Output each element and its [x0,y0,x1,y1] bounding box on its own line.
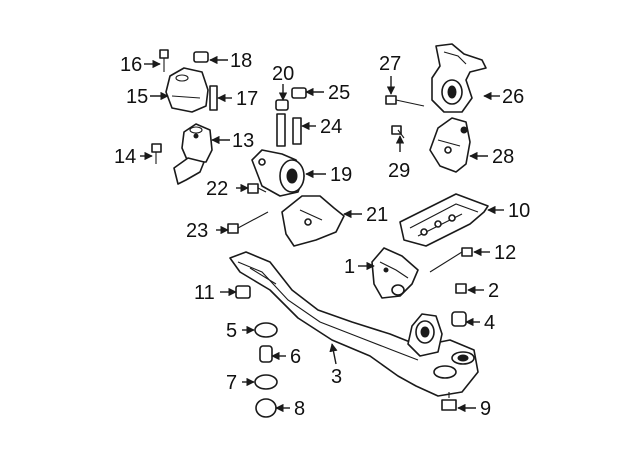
callout-27: 27 [379,53,401,75]
callout-9: 9 [480,398,491,420]
leader-lines [140,55,504,413]
bracket-part-28 [429,117,471,173]
callout-6: 6 [290,346,301,368]
bracket-part-21 [281,195,345,247]
upper-mount-part-26 [431,43,487,113]
callout-17: 17 [236,88,258,110]
sleeve-part-6 [259,345,273,363]
stud-part-9 [441,392,457,411]
mount-housing-part-15 [165,67,209,113]
bolt-part-20 [275,99,289,111]
callout-19: 19 [330,164,352,186]
callout-26: 26 [502,86,524,108]
nut-part-25 [291,87,307,99]
bolt-part-12 [429,247,473,273]
bolt-part-23 [227,211,269,234]
callout-21: 21 [366,204,388,226]
bolt-part-29 [391,125,405,139]
washer-part-5 [254,322,278,338]
callout-12: 12 [494,242,516,264]
bolt-part-2 [455,283,467,294]
nut-part-11 [235,285,251,299]
callout-3: 3 [331,366,342,388]
callout-11: 11 [194,282,215,304]
callout-16: 16 [120,54,142,76]
callout-28: 28 [492,146,514,168]
callout-29: 29 [388,160,410,182]
callout-13: 13 [232,130,254,152]
callout-14: 14 [114,146,136,168]
callout-22: 22 [206,178,228,200]
nut-part-18 [193,51,209,63]
callout-7: 7 [226,372,237,394]
bushing-part-4 [451,311,467,327]
bolt-part-27 [385,95,425,107]
stud-part-17 [209,85,218,111]
callout-4: 4 [484,312,495,334]
bolt-part-16 [159,49,169,72]
callout-8: 8 [294,398,305,420]
callout-24: 24 [320,116,342,138]
round-mount-part-19 [251,149,305,197]
callout-20: 20 [272,63,294,85]
callout-labels: 16 18 17 15 14 13 20 25 24 19 22 23 21 2… [114,50,530,420]
bolt-part-14 [151,143,162,164]
callout-15: 15 [126,86,148,108]
stud-part-24 [276,113,302,147]
crossmember-part [229,251,479,397]
callout-10: 10 [508,200,530,222]
mount-bracket-part-1 [371,247,419,299]
callout-5: 5 [226,320,237,342]
heat-shield-part-10 [399,193,489,247]
callout-23: 23 [186,220,208,242]
callout-25: 25 [328,82,350,104]
bushing-part-8 [255,398,277,418]
washer-part-7 [254,374,278,390]
mount-part-13 [173,123,213,185]
callout-18: 18 [230,50,252,72]
callout-2: 2 [488,280,499,302]
callout-1: 1 [344,256,355,278]
